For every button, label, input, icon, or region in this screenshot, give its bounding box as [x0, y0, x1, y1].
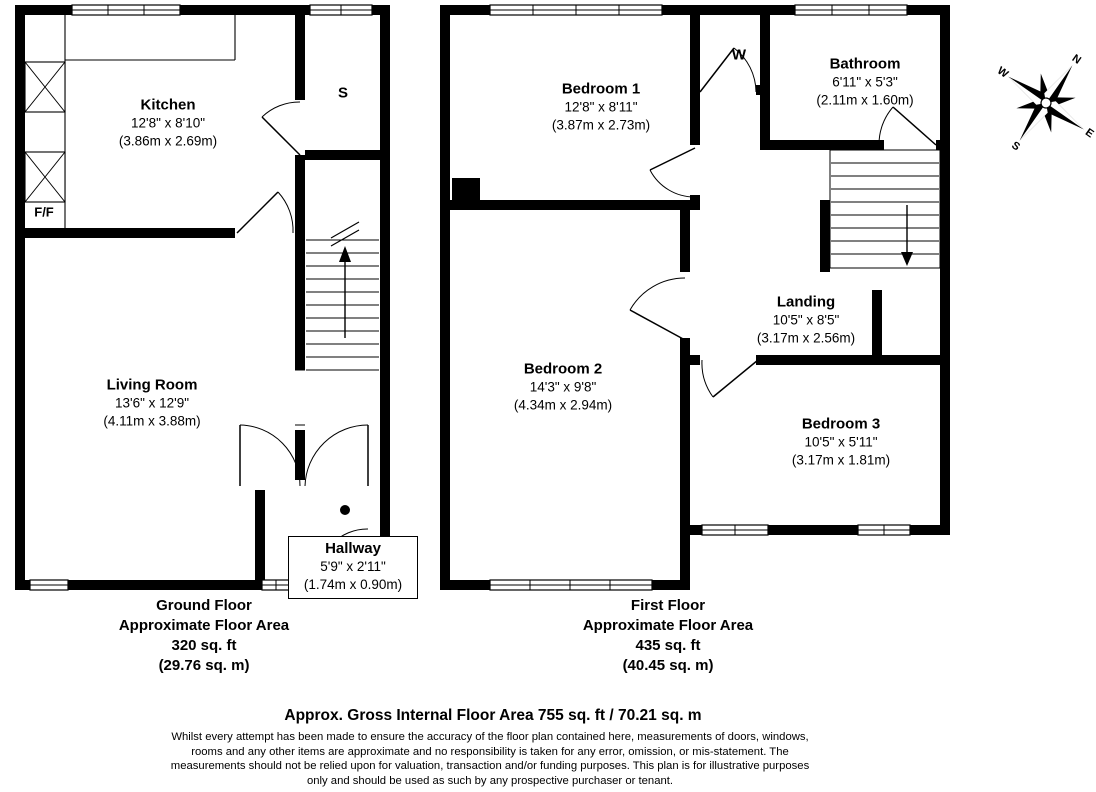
- bedroom3-label: Bedroom 3 10'5" x 5'11" (3.17m x 1.81m): [792, 415, 890, 470]
- stairs-first: [829, 149, 941, 269]
- stairs-break-mark: [330, 221, 360, 247]
- room-dim-imperial: 12'8" x 8'11": [564, 99, 638, 115]
- window: [489, 4, 663, 16]
- room-name: Bedroom 3: [801, 415, 881, 433]
- door-wardrobe: [699, 47, 757, 93]
- window: [794, 4, 908, 16]
- summary-area-m: (40.45 sq. m): [622, 657, 714, 674]
- room-dim-metric: (2.11m x 1.60m): [816, 92, 914, 108]
- appliance-box: [24, 151, 66, 203]
- room-dim-imperial: 13'6" x 12'9": [114, 395, 190, 411]
- compass-w: W: [995, 65, 1011, 81]
- ground-floor-summary: Ground Floor Approximate Floor Area 320 …: [119, 596, 289, 676]
- summary-floor: First Floor: [630, 597, 706, 614]
- compass-e: E: [1083, 126, 1096, 140]
- first-floor-summary: First Floor Approximate Floor Area 435 s…: [583, 596, 753, 676]
- wardrobe-label: W: [731, 46, 747, 64]
- wall-segments: [15, 5, 390, 590]
- room-name: Landing: [776, 293, 836, 311]
- room-dim-metric: (4.11m x 3.88m): [103, 413, 201, 429]
- summary-floor: Ground Floor: [156, 597, 252, 614]
- room-name: Living Room: [106, 376, 198, 394]
- disclaimer-line: measurements should not be relied upon f…: [170, 760, 810, 773]
- room-dim-metric: (3.17m x 2.56m): [756, 330, 856, 346]
- room-dim-metric: (4.34m x 2.94m): [513, 397, 613, 413]
- window: [857, 524, 911, 536]
- room-name: Bedroom 1: [561, 80, 641, 98]
- room-name: Bathroom: [829, 55, 901, 73]
- disclaimer-line: only and should be used as such by any p…: [306, 774, 674, 787]
- compass-rose-icon: N E S W: [995, 52, 1096, 153]
- window: [489, 579, 653, 591]
- room-name: Kitchen: [140, 96, 196, 114]
- disclaimer-line: Whilst every attempt has been made to en…: [171, 731, 809, 743]
- summary-area-ft: 320 sq. ft: [171, 637, 237, 654]
- summary-area-ft: 435 sq. ft: [635, 637, 701, 654]
- summary-label: Approximate Floor Area: [118, 617, 290, 634]
- window: [29, 579, 69, 591]
- bathroom-label: Bathroom 6'11" x 5'3" (2.11m x 1.60m): [816, 55, 913, 110]
- room-dim-imperial: 10'5" x 8'5": [772, 312, 840, 328]
- door-kitchen-store: [261, 101, 301, 156]
- door-living-hallway-left: [239, 424, 301, 487]
- post-marker: [340, 505, 350, 515]
- gross-area-text: Approx. Gross Internal Floor Area 755 sq…: [284, 707, 702, 724]
- window: [261, 579, 291, 591]
- door-living-hallway-right: [304, 424, 369, 487]
- first-floor-plan: [440, 4, 950, 591]
- kitchen-label: Kitchen 12'8" x 8'10" (3.86m x 2.69m): [119, 96, 217, 151]
- room-dim-imperial: 12'8" x 8'10": [130, 115, 206, 131]
- arrow-up-icon: [339, 246, 351, 262]
- door-bedroom3: [701, 359, 759, 398]
- door-kitchen-living: [236, 191, 294, 234]
- ground-floor-plan: [15, 4, 390, 591]
- room-dim-imperial: 6'11" x 5'3": [832, 74, 898, 90]
- store-label: S: [337, 84, 349, 102]
- compass-n: N: [1070, 52, 1083, 66]
- kitchen-counter-lines: [64, 15, 305, 426]
- bedroom1-label: Bedroom 1 12'8" x 8'11" (3.87m x 2.73m): [552, 80, 650, 135]
- window: [71, 4, 181, 16]
- room-dim-imperial: 14'3" x 9'8": [529, 379, 597, 395]
- door-bathroom: [878, 106, 937, 146]
- stairs-ground: [306, 221, 379, 371]
- room-dim-metric: (3.87m x 2.73m): [551, 117, 651, 133]
- summary-area-m: (29.76 sq. m): [158, 657, 250, 674]
- window: [701, 524, 769, 536]
- room-dim-metric: (3.86m x 2.69m): [118, 133, 218, 149]
- door-bedroom1: [649, 147, 696, 198]
- room-dim-imperial: 10'5" x 5'11": [804, 434, 878, 450]
- room-dim-imperial: 5'9" x 2'11": [320, 559, 386, 574]
- room-name: Bedroom 2: [523, 360, 603, 378]
- room-dim-metric: (3.17m x 1.81m): [791, 452, 891, 468]
- disclaimer-line: rooms and any other items are approximat…: [191, 745, 789, 758]
- fridge-freezer-label: F/F: [34, 204, 54, 220]
- arrow-down-icon: [901, 252, 913, 266]
- bedroom2-label: Bedroom 2 14'3" x 9'8" (4.34m x 2.94m): [514, 360, 612, 415]
- landing-label: Landing 10'5" x 8'5" (3.17m x 2.56m): [757, 293, 855, 348]
- window: [309, 4, 373, 16]
- living-room-label: Living Room 13'6" x 12'9" (4.11m x 3.88m…: [103, 376, 200, 431]
- appliance-box: [24, 61, 66, 113]
- hallway-label-box: Hallway 5'9" x 2'11" (1.74m x 0.90m): [288, 536, 418, 599]
- disclaimer-text: Whilst every attempt has been made to en…: [171, 730, 809, 788]
- door-bedroom2: [629, 277, 686, 341]
- compass-s: S: [1009, 139, 1022, 153]
- room-name: Hallway: [325, 540, 381, 557]
- summary-label: Approximate Floor Area: [582, 617, 754, 634]
- room-dim-metric: (1.74m x 0.90m): [303, 577, 403, 592]
